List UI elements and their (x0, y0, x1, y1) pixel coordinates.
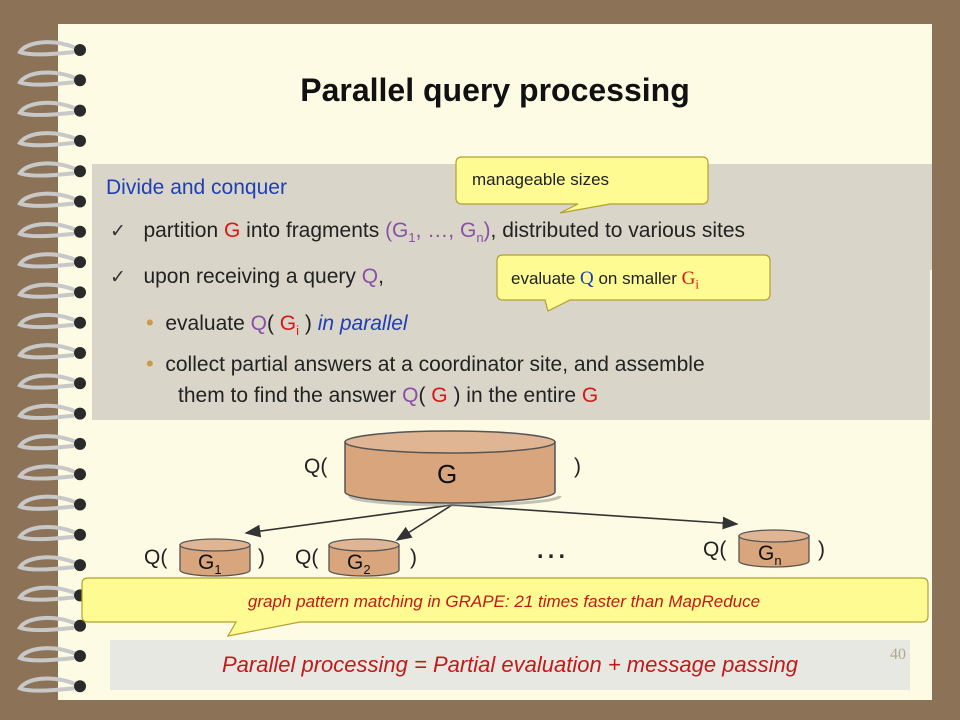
notebook-hole (74, 286, 86, 299)
notebook-hole (74, 225, 86, 238)
page-number: 40 (890, 646, 906, 663)
notebook-hole (74, 104, 86, 117)
notebook-ring (17, 403, 77, 420)
notebook-hole (74, 498, 86, 511)
bullet-dot-icon: • (146, 351, 154, 376)
arrow-to-gn (451, 504, 739, 530)
fragment-disk-g1 (179, 538, 251, 577)
q-open-main: Q( (304, 455, 328, 478)
ellipsis: … (534, 528, 572, 566)
notebook-ring (17, 555, 77, 572)
notebook-hole (74, 44, 86, 56)
notebook-ring (17, 40, 77, 57)
notebook-ring (17, 464, 77, 481)
notebook-hole (74, 468, 86, 481)
notebook-ring (17, 494, 77, 511)
notebook-ring (17, 312, 77, 329)
footer-box (110, 640, 910, 690)
notebook-hole (74, 650, 86, 662)
q-open-g1: Q( (144, 546, 168, 569)
notebook-hole (74, 619, 86, 632)
banner-text: graph pattern matching in GRAPE: 21 time… (247, 592, 761, 611)
notebook-ring (17, 646, 77, 663)
notebook-hole (74, 559, 86, 572)
check-item-query: ✓ upon receiving a query Q, (110, 265, 384, 288)
fragment-disk-g2 (328, 538, 400, 577)
notebook-ring (17, 100, 77, 117)
main-disk-label: G (437, 459, 458, 489)
notebook-hole (74, 377, 86, 390)
notebook-ring (17, 615, 77, 632)
notebook-ring (17, 282, 77, 299)
notebook-hole (74, 347, 86, 359)
fragment-g2-label: G2 (347, 551, 371, 578)
notebook-ring (17, 585, 77, 602)
notebook-hole (74, 256, 86, 269)
arrow-to-g2 (395, 504, 453, 541)
notebook-hole (74, 134, 86, 147)
callout-evaluate-text: evaluate Q on smaller Gi (511, 268, 699, 292)
heading-divide-conquer: Divide and conquer (106, 176, 287, 199)
bullet-evaluate: • evaluate Q( Gi ) in parallel (146, 310, 408, 339)
notebook-hole (74, 74, 86, 87)
slide-title: Parallel query processing (300, 72, 690, 108)
q-close-main: ) (574, 455, 581, 478)
fragment-gn-label: Gn (758, 542, 782, 569)
footer-text: Parallel processing = Partial evaluation… (222, 652, 798, 677)
check-item-partition: ✓ partition G into fragments (G1, …, Gn)… (110, 219, 745, 246)
check-icon: ✓ (110, 221, 126, 242)
arrow-to-g1 (244, 504, 453, 538)
callout-evaluate-bubble (496, 254, 771, 312)
notebook-ring (17, 343, 77, 360)
notebook-ring (17, 70, 77, 87)
fragment-disk-gn (738, 529, 810, 568)
q-close-g1: ) (258, 546, 265, 569)
callout-manageable-text: manageable sizes (472, 170, 610, 189)
fragment-g1-label: G1 (198, 551, 222, 578)
q-open-gn: Q( (703, 538, 727, 561)
notebook-hole (74, 528, 86, 541)
banner-callout-bubble (81, 577, 929, 637)
notebook-hole (74, 195, 86, 208)
q-close-gn: ) (818, 538, 825, 561)
notebook-hole (74, 680, 86, 693)
notebook-rings (17, 40, 86, 693)
q-close-g2: ) (410, 546, 417, 569)
notebook-hole (74, 407, 86, 420)
notebook-hole (74, 316, 86, 329)
notebook-ring (17, 252, 77, 269)
q-open-g2: Q( (295, 546, 319, 569)
notebook-ring (17, 161, 77, 178)
bullet-collect: • collect partial answers at a coordinat… (146, 351, 705, 376)
check-icon: ✓ (110, 267, 126, 288)
notebook-ring (17, 131, 77, 148)
notebook-hole (74, 437, 86, 450)
bullet-dot-icon: • (146, 310, 154, 335)
main-graph-disk (344, 430, 562, 507)
notebook-ring (17, 676, 77, 693)
notebook-ring (17, 191, 77, 208)
notebook-hole (74, 165, 86, 178)
bullet-collect-line2: them to find the answer Q( G ) in the en… (178, 384, 599, 407)
notebook-ring (17, 222, 77, 239)
notebook-ring (17, 434, 77, 451)
callout-manageable-bubble (455, 156, 709, 214)
notebook-ring (17, 373, 77, 390)
notebook-ring (17, 525, 77, 542)
